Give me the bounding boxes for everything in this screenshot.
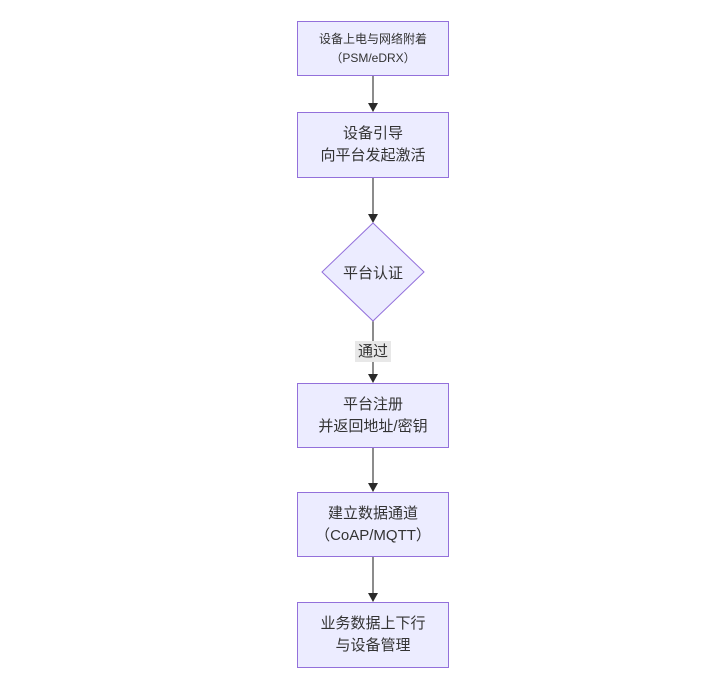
arrow-power-to-bootstrap — [368, 76, 378, 112]
decision-platform-auth: 平台认证 — [322, 223, 424, 321]
arrowhead-down-icon — [368, 374, 378, 383]
arrowhead-down-icon — [368, 214, 378, 223]
node-label-line: 向平台发起激活 — [320, 147, 426, 164]
node-power-network-attach: 设备上电与网络附着 （PSM/eDRX） — [297, 21, 449, 76]
node-label-line: 建立数据通道 — [327, 504, 418, 522]
node-label-line: 与设备管理 — [335, 637, 411, 654]
decision-diamond-shape — [321, 222, 425, 322]
node-data-channel: 建立数据通道 （CoAP/MQTT） — [297, 492, 449, 557]
node-label-line: 业务数据上下行 — [320, 615, 426, 632]
node-label-line: 平台认证 — [342, 264, 403, 282]
node-label-line: （PSM/eDRX） — [330, 50, 416, 65]
node-label-line: 并返回地址/密钥 — [318, 417, 428, 435]
arrow-channel-to-business — [368, 557, 378, 602]
node-label-line: 平台注册 — [342, 395, 403, 413]
arrowhead-down-icon — [368, 593, 378, 602]
node-device-bootstrap: 设备引导 向平台发起激活 — [297, 112, 449, 178]
arrowhead-down-icon — [368, 103, 378, 112]
node-label-line: 设备引导 — [342, 125, 403, 142]
node-label-line: （CoAP/MQTT） — [315, 526, 431, 544]
edge-label-auth-pass: 通过 — [354, 341, 392, 362]
node-platform-register: 平台注册 并返回地址/密钥 — [297, 383, 449, 448]
node-label-line: 设备上电与网络附着 — [318, 31, 427, 46]
arrowhead-down-icon — [368, 483, 378, 492]
arrow-bootstrap-to-auth — [368, 178, 378, 223]
node-business-data: 业务数据上下行 与设备管理 — [297, 602, 449, 668]
arrow-register-to-channel — [368, 448, 378, 492]
